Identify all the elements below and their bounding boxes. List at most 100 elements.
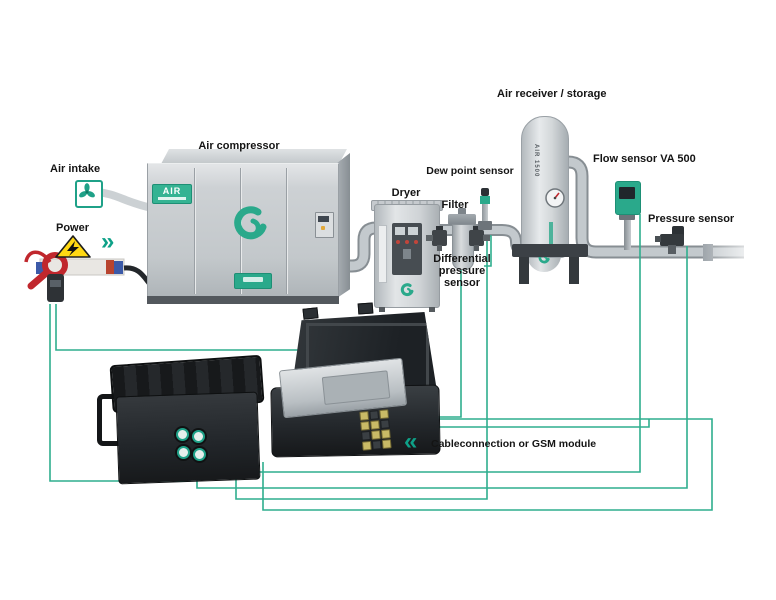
panel-seam	[286, 168, 288, 294]
flow-sensor-display	[619, 187, 635, 199]
sensor-nub	[436, 226, 443, 232]
clamp-meter-body	[47, 274, 64, 302]
clamp-lever	[27, 270, 49, 290]
compressor-swirl-logo-icon	[229, 206, 271, 244]
connector	[371, 440, 382, 450]
flow-sensor-label: Flow sensor VA 500	[593, 153, 696, 165]
dryer-logo-icon	[399, 283, 415, 303]
dryer-led	[414, 240, 418, 244]
tank-leg	[569, 256, 579, 284]
dryer-led	[396, 240, 400, 244]
panel-seam	[194, 168, 196, 294]
connector	[361, 430, 371, 441]
cable-connection-label: Cableconnection or GSM module	[431, 438, 597, 450]
filter	[452, 224, 474, 270]
intake-pipe	[93, 188, 156, 212]
flow-sensor-stem	[624, 220, 631, 250]
sensor-stub	[474, 245, 479, 251]
compressor-control-panel	[315, 212, 334, 238]
pressure-sensor-label: Pressure sensor	[648, 213, 735, 225]
air-receiver-tank	[521, 116, 569, 258]
case-port	[176, 428, 189, 441]
power-arrows-icon: »	[101, 228, 114, 255]
filter-top-nub	[458, 208, 466, 215]
sensor-thread	[668, 245, 676, 254]
dew-point-sensor	[477, 188, 493, 234]
connector	[360, 420, 370, 431]
pipe-tank-outlet	[558, 157, 744, 257]
connector	[369, 410, 380, 420]
case-port	[177, 446, 190, 459]
compressor-base	[147, 296, 339, 304]
diff-label-line3: sensor	[443, 277, 481, 289]
compressor-type-plate	[234, 273, 272, 289]
dryer-led	[405, 240, 409, 244]
differential-pressure-sensor-label: Differential pressure sensor	[420, 253, 504, 289]
dryer-side-label	[378, 225, 387, 283]
sensor-body	[432, 230, 447, 246]
closed-case	[115, 391, 261, 485]
clamp-meter-screen	[50, 280, 61, 287]
diff-pressure-sensor-left	[426, 226, 451, 252]
sensor-shaft	[482, 204, 488, 222]
filter-label: Filter	[441, 199, 469, 211]
sensor-stub	[437, 245, 442, 251]
tank-leg	[519, 256, 529, 284]
connector	[361, 440, 372, 451]
tank-marking: AIR 1500	[533, 144, 539, 178]
pipe-fadeout	[700, 236, 776, 270]
sensor-mount	[478, 221, 492, 230]
badge-text: AIR	[162, 186, 182, 196]
sensor-fitting	[426, 235, 433, 241]
dryer-foot	[379, 307, 385, 312]
dew-point-sensor-label: Dew point sensor	[426, 165, 514, 177]
air-intake-fan-icon	[75, 180, 103, 208]
compressor-brand-badge: AIR	[152, 184, 192, 204]
cable-end-blue-right	[114, 261, 123, 274]
diff-pressure-sensor-right	[466, 226, 490, 252]
cable-end-blue-left	[36, 262, 45, 274]
connector	[359, 411, 370, 421]
air-compressor: AIR	[147, 163, 339, 299]
compressor-side	[337, 153, 350, 298]
pipe-compressor-dryer	[334, 223, 380, 271]
panel-display	[318, 216, 329, 222]
case-port	[192, 430, 205, 443]
connector	[371, 430, 381, 440]
analyzer-connector-grid	[359, 408, 402, 451]
sensor-cap	[481, 188, 489, 196]
tank-stand	[512, 244, 588, 257]
air-receiver-label: Air receiver / storage	[497, 88, 607, 100]
sensor-nub	[473, 226, 480, 232]
case-port	[193, 448, 206, 461]
wire-gsm-loop	[262, 418, 713, 511]
tank-logo-strip	[549, 222, 553, 248]
sensor-body	[469, 230, 484, 246]
sensor-cable-nub	[655, 236, 661, 242]
dryer-label: Dryer	[391, 187, 421, 199]
dryer-display	[408, 227, 418, 235]
flow-sensor-nut	[619, 212, 635, 220]
connector	[370, 420, 380, 430]
air-intake-label: Air intake	[50, 163, 101, 175]
diff-label-line1: Differential	[433, 253, 491, 265]
cable-arrows-icon: «	[404, 428, 417, 455]
analyzer-panel	[322, 370, 391, 405]
compressor-roof	[161, 149, 347, 164]
dryer-control-panel	[392, 223, 422, 275]
connector	[380, 419, 390, 430]
flow-sensor	[615, 181, 641, 215]
sensor-teal-band	[480, 196, 490, 204]
warning-icon	[55, 235, 91, 258]
sensor-body	[660, 234, 684, 246]
pressure-sensor	[655, 226, 686, 254]
wire-gsm-branch	[399, 419, 650, 428]
dryer	[374, 204, 440, 312]
filter-head	[448, 214, 476, 225]
sensor-fitting	[483, 235, 490, 241]
cable-end-red	[106, 260, 114, 274]
connector	[379, 409, 390, 420]
air-compressor-label: Air compressor	[198, 140, 280, 152]
dryer-foot	[429, 307, 435, 312]
